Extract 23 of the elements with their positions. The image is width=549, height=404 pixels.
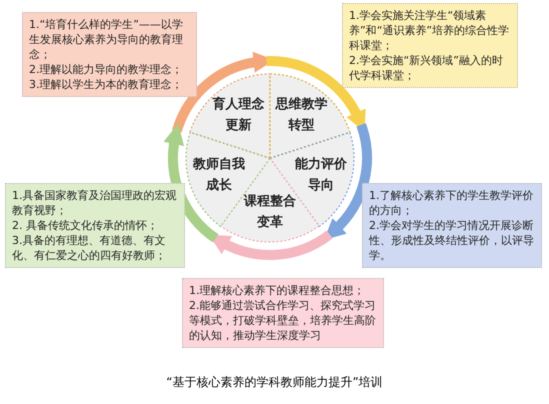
segment-label: 教师自我成长 xyxy=(192,156,246,194)
text-box xyxy=(5,183,185,268)
list-item: 3.理解以学生为本的教育理念； xyxy=(29,77,184,92)
list-item: 2.学会实施“新兴领域”融入的时代学科课堂； xyxy=(349,53,504,83)
list-item: 2. 具备传统文化传承的情怀； xyxy=(12,218,159,233)
list-item: 1.“培育什么样的学生”——以学生发展核心素养为导向的教育理念； xyxy=(29,17,184,62)
list-item: 1.理解核心素养下的课程整合思想； xyxy=(189,283,366,298)
list-item: 2.理解以能力导向的教学理念； xyxy=(29,62,184,77)
segment-label: 能力评价导向 xyxy=(294,156,348,194)
text-box xyxy=(362,183,542,268)
text-box xyxy=(342,3,518,88)
list-item: 1.学会实施关注学生“领域素养”和“通识素养”培养的综合性学科课堂； xyxy=(349,8,510,53)
segment-label: 思维教学转型 xyxy=(274,96,329,134)
list-item: 2.学会对学生的学习情况开展诊断性、形成性及终结性评价，以评导学。 xyxy=(369,218,535,263)
list-item: 3.具备的有理想、有道德、有文化、有仁爱之心的四有好教师； xyxy=(12,233,167,263)
list-item: 1.了解核心素养下的学生教学评价的方向； xyxy=(369,188,534,218)
list-item: 2.能够通过尝试合作学习、探究式学习等模式，打破学科壁垒，培养学生高阶的认知，推动学生深度学习 xyxy=(189,298,377,343)
segment-label: 育人理念更新 xyxy=(211,96,266,134)
caption: “基于核心素养的学科教师能力提升”培训 xyxy=(166,374,383,391)
list-item: 1.具备国家教育及治国理政的宏观教育视野； xyxy=(12,188,178,218)
text-box xyxy=(22,12,197,97)
text-box xyxy=(182,278,384,348)
segment-label: 课程整合变革 xyxy=(242,192,297,232)
